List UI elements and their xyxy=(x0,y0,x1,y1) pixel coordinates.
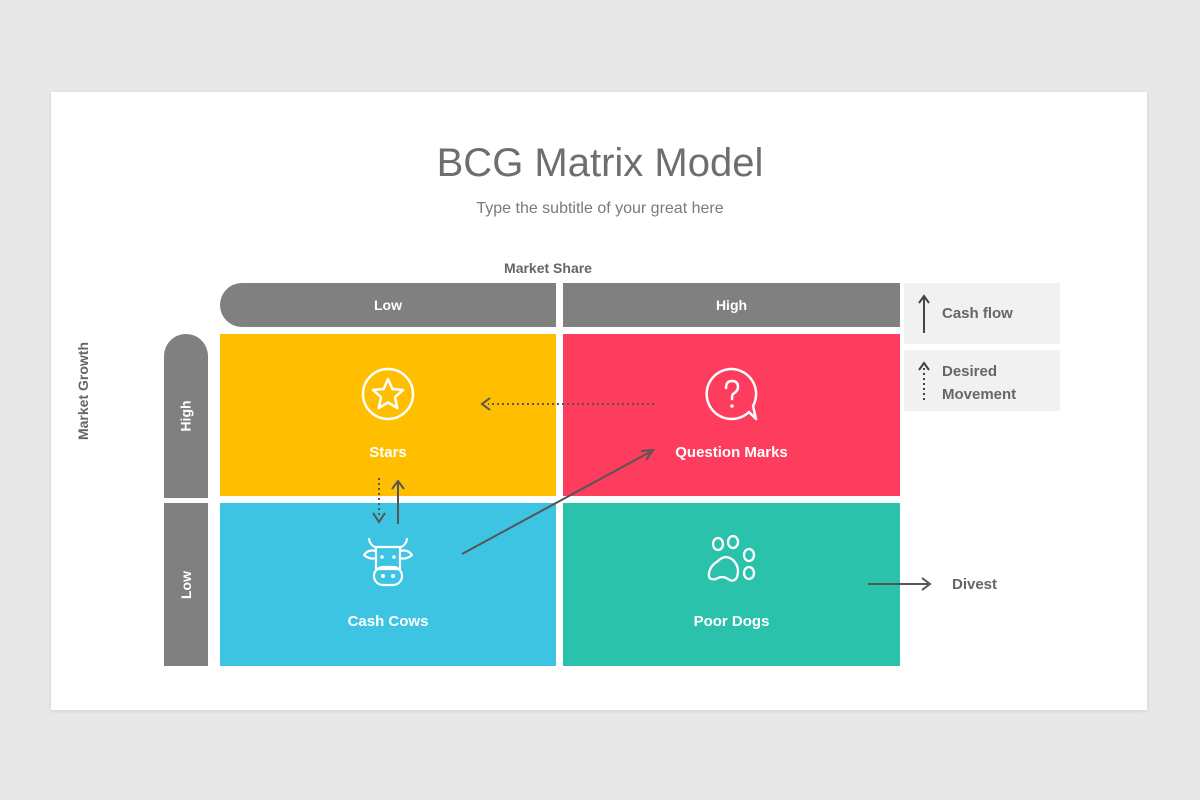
y-axis-label: Market Growth xyxy=(75,342,91,441)
star-icon xyxy=(361,367,415,421)
legend-cash-flow: Cash flow xyxy=(904,283,1060,344)
column-header-high-label: High xyxy=(715,297,748,313)
divest-label: Divest xyxy=(952,576,998,593)
solid-arrow-up-icon xyxy=(918,294,930,333)
row-header-low-label: Low xyxy=(178,570,194,599)
x-axis-label: Market Share xyxy=(504,260,592,276)
legend-desired-movement-label: Desired Movement xyxy=(942,363,1017,403)
row-header-high-label: High xyxy=(177,400,194,432)
row-header-low: Low xyxy=(164,503,208,666)
column-header-high: High xyxy=(563,283,900,327)
legend-cash-flow-label: Cash flow xyxy=(942,305,1013,322)
legend-desired-movement: Desired Movement xyxy=(904,350,1060,411)
dotted-arrow-up-icon xyxy=(918,361,930,400)
quadrant-question-marks-label: Question Marks xyxy=(675,444,788,461)
cow-icon xyxy=(362,537,414,587)
question-bubble-icon xyxy=(704,367,757,421)
column-header-low: Low xyxy=(220,283,556,327)
quadrant-stars: Stars xyxy=(220,334,556,496)
column-header-low-label: Low xyxy=(374,297,402,313)
quadrant-stars-label: Stars xyxy=(369,444,407,461)
paw-icon xyxy=(707,535,755,582)
quadrant-poor-dogs: Poor Dogs xyxy=(563,503,900,666)
quadrant-cash-cows: Cash Cows xyxy=(220,503,556,666)
row-header-high: High xyxy=(164,334,208,498)
page-subtitle: Type the subtitle of your great here xyxy=(476,200,724,217)
quadrant-question-marks: Question Marks xyxy=(563,334,900,496)
quadrant-poor-dogs-label: Poor Dogs xyxy=(693,613,770,630)
quadrant-cash-cows-label: Cash Cows xyxy=(347,613,429,630)
page-title: BCG Matrix Model xyxy=(436,141,764,185)
